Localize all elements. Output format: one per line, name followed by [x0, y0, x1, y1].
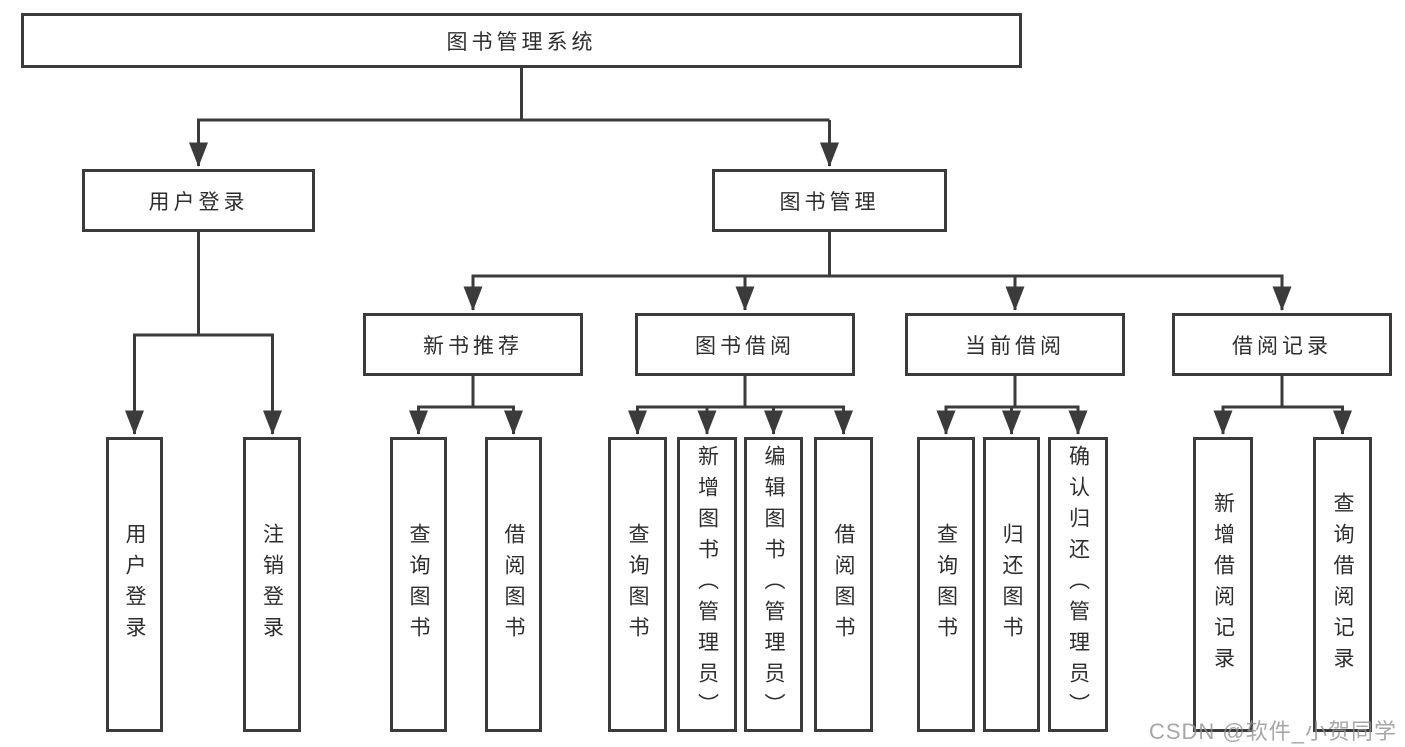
leaf-confirm-return-admin: 确认归还（管理员）: [1048, 437, 1108, 732]
node-current-borrowing: 当前借阅: [905, 313, 1125, 376]
node-book-management: 图书管理: [712, 169, 947, 232]
leaf-query-books-newbooks: 查询图书: [390, 437, 447, 732]
leaf-user-login: 用户登录: [106, 437, 163, 732]
node-borrowing-records: 借阅记录: [1172, 313, 1392, 376]
leaf-logout: 注销登录: [243, 437, 301, 732]
leaf-return-books: 归还图书: [983, 437, 1040, 732]
node-book-borrowing: 图书借阅: [635, 313, 855, 376]
node-user-login: 用户登录: [82, 169, 315, 232]
leaf-edit-books-admin: 编辑图书（管理员）: [744, 437, 803, 732]
leaf-borrow-books-newbooks: 借阅图书: [485, 437, 542, 732]
leaf-query-borrow-record: 查询借阅记录: [1313, 437, 1372, 732]
leaf-borrow-books-borrowing: 借阅图书: [814, 437, 873, 732]
node-new-book-recommend: 新书推荐: [363, 313, 583, 376]
leaf-query-books-borrowing: 查询图书: [608, 437, 667, 732]
leaf-add-books-admin: 新增图书（管理员）: [677, 437, 737, 732]
csdn-watermark: CSDN @软件_小贺同学: [1148, 719, 1397, 744]
leaf-query-books-current: 查询图书: [917, 437, 975, 732]
leaf-add-borrow-record: 新增借阅记录: [1193, 437, 1253, 732]
node-root-system: 图书管理系统: [21, 13, 1022, 68]
